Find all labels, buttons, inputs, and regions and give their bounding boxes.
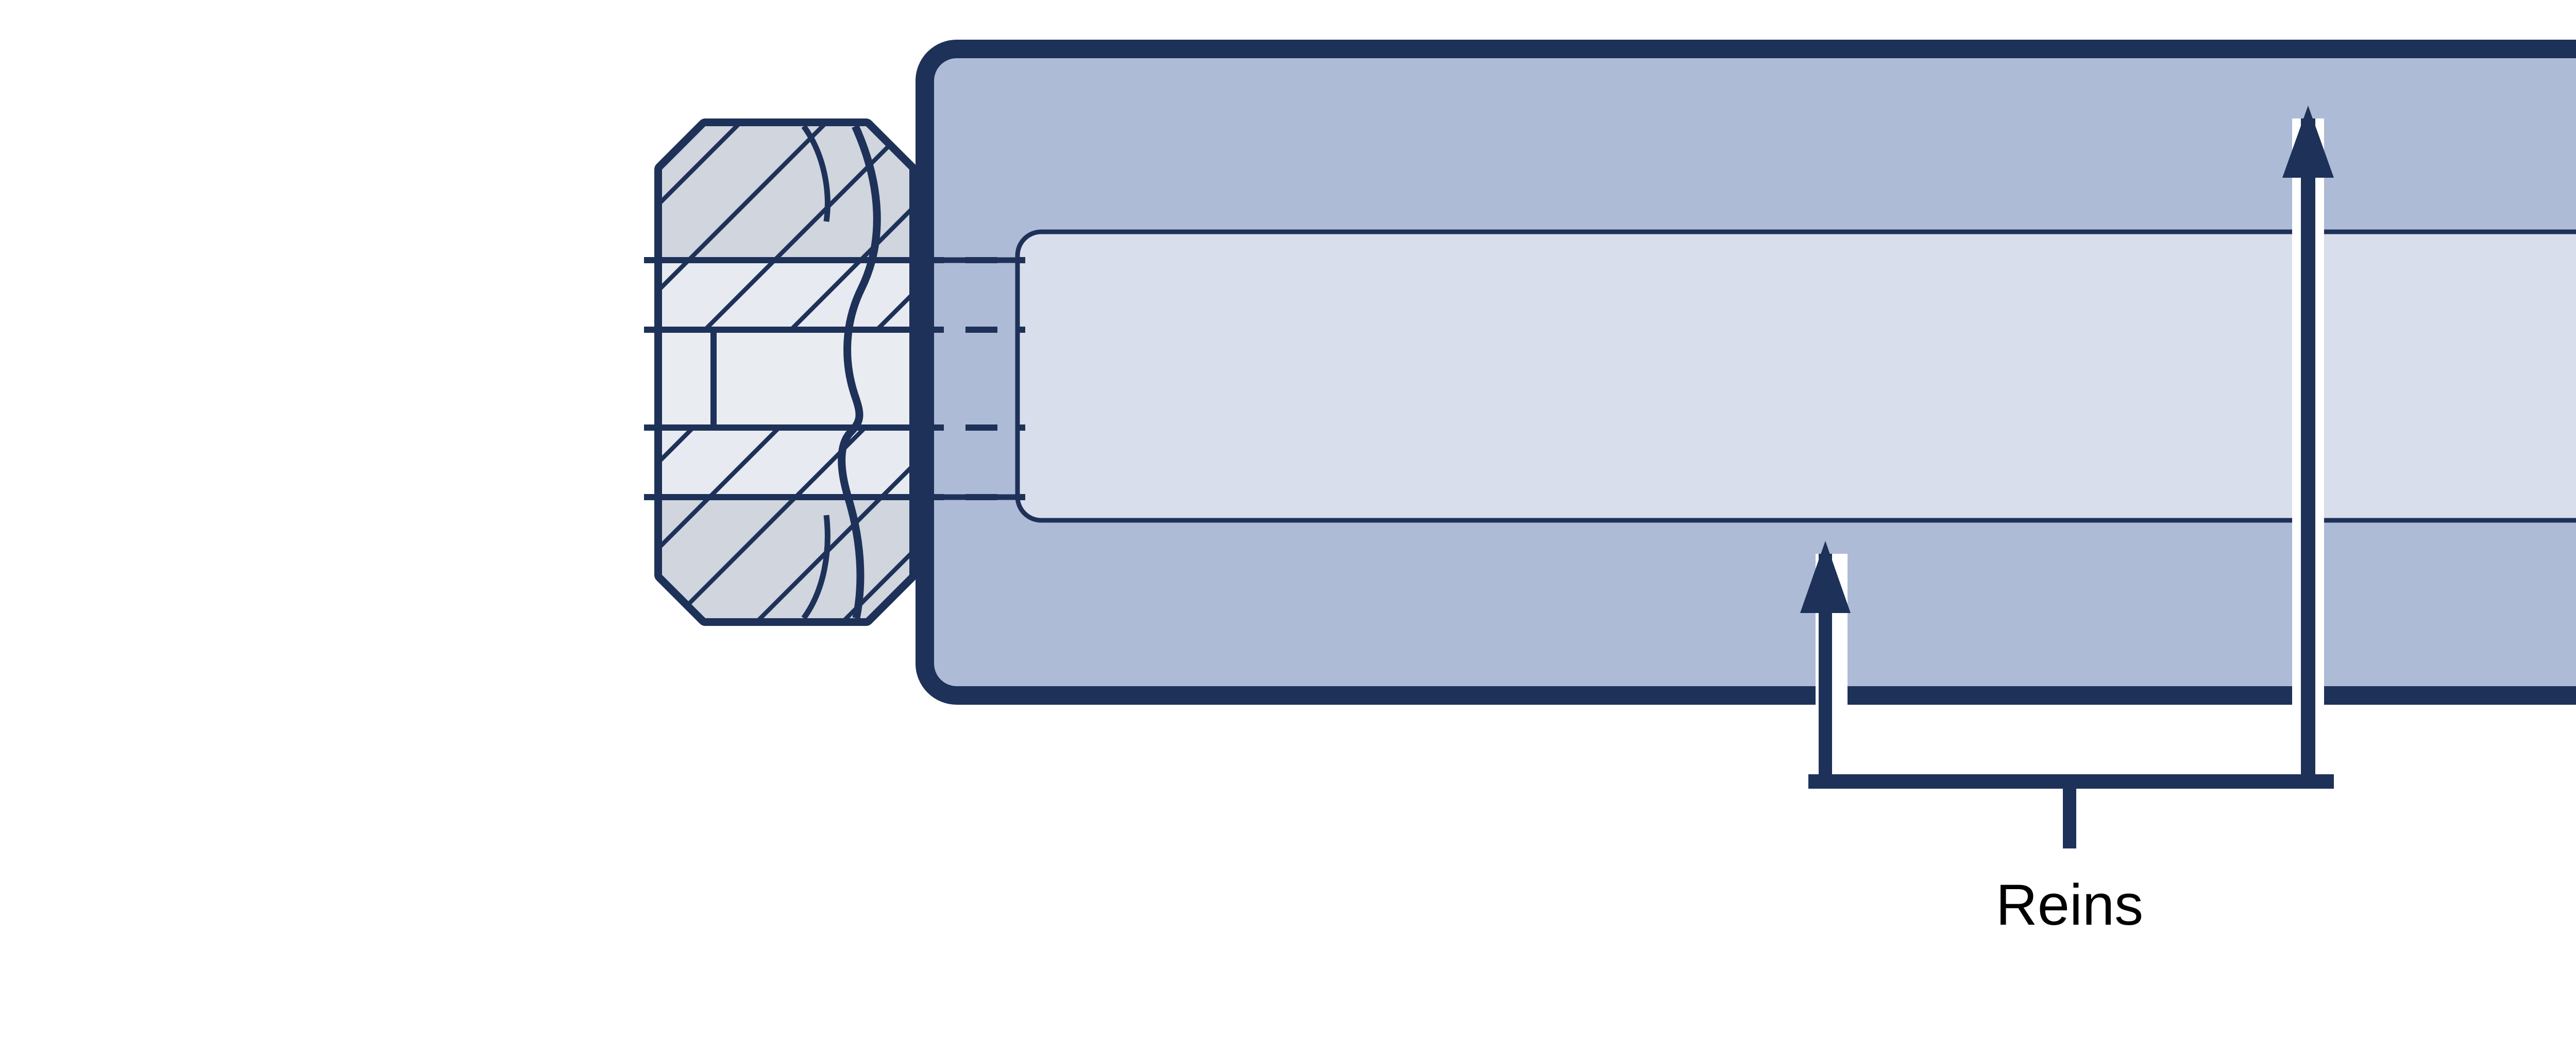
left-nut-interior — [662, 126, 909, 618]
left-nut-hatch-midtop — [662, 260, 909, 330]
right-arrow-shaft — [2301, 118, 2315, 788]
left-nut-bore-band — [662, 330, 909, 428]
left-nut-hatch-midbottom — [662, 428, 909, 497]
shank-bore — [1015, 229, 2576, 523]
left-arrow — [1800, 541, 1851, 788]
left-arrow-head — [1800, 541, 1851, 613]
left-nut-hatch-bottom — [662, 497, 909, 618]
callout-reins: Reins — [1800, 106, 2334, 937]
right-arrow-head — [2282, 106, 2334, 178]
left-nut-chamfer-arc-top — [801, 126, 831, 222]
left-hex-nut — [654, 118, 917, 626]
callout-bracket — [1808, 774, 2334, 789]
callout-label-reins: Reins — [1996, 873, 2143, 937]
callout-stem — [2063, 789, 2076, 848]
left-nut-thread-profile — [838, 126, 881, 618]
hidden-thread-lines — [644, 257, 1025, 500]
main-shank — [916, 40, 2576, 705]
left-nut-chamfer-arc-bottom — [801, 515, 831, 618]
right-arrow — [2282, 106, 2334, 788]
shank-thread-edges — [934, 257, 1025, 500]
